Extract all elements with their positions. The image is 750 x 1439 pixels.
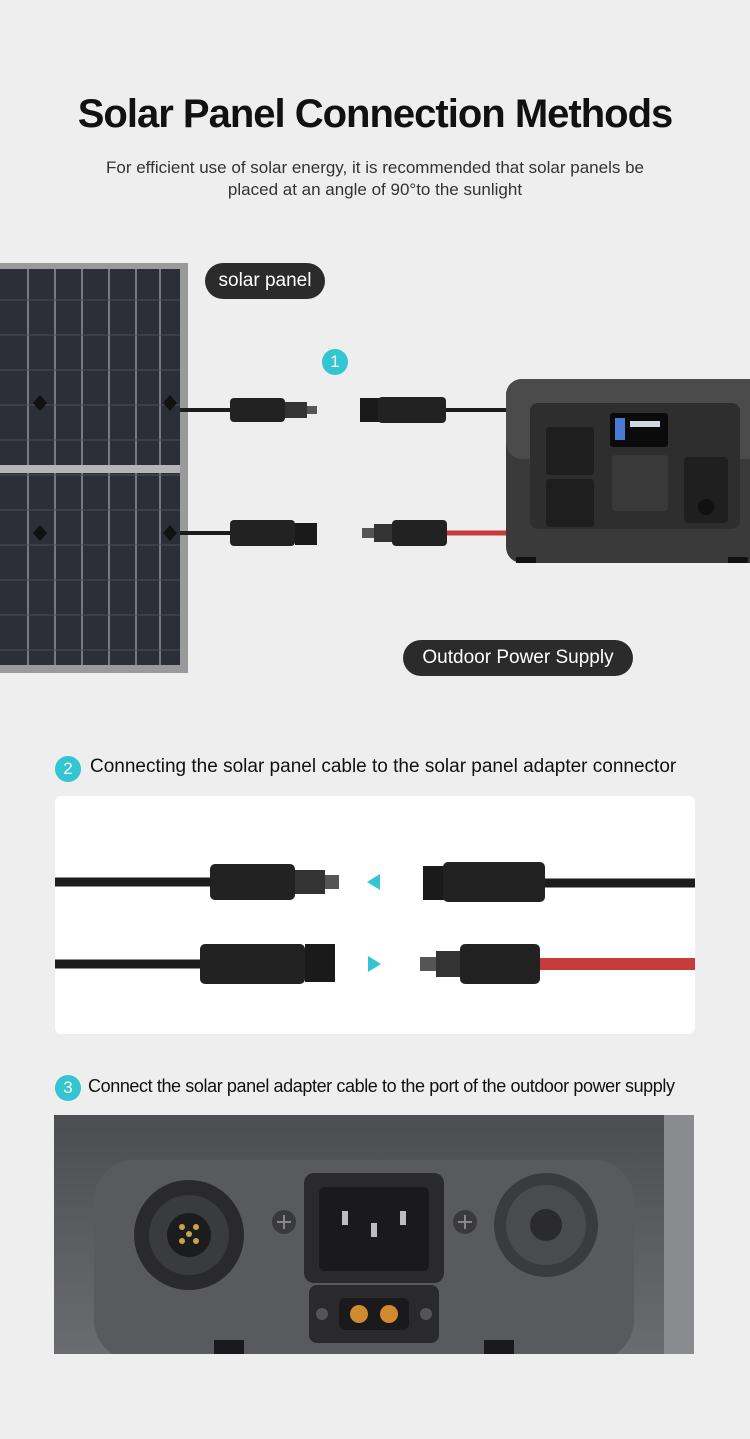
solar-panel-image <box>0 263 188 673</box>
power-supply-label: Outdoor Power Supply <box>403 640 633 676</box>
step-2-text: Connecting the solar panel cable to the … <box>90 756 677 777</box>
mc4-connector-male-top <box>230 398 317 422</box>
mc4-connector-female-bottom <box>230 520 317 546</box>
solar-panel-label: solar panel <box>205 263 325 299</box>
mc4-connector-male-bottom <box>362 520 447 546</box>
step-2-badge: 2 <box>55 756 81 782</box>
step-3-text: Connect the solar panel adapter cable to… <box>88 1076 675 1096</box>
connection-diagram <box>0 263 750 673</box>
power-station-image <box>506 379 750 563</box>
mc4-connector-female-top <box>360 397 446 423</box>
step-1-badge: 1 <box>322 349 348 375</box>
page-title: Solar Panel Connection Methods <box>77 92 674 136</box>
adapter-connector-image <box>55 796 695 1034</box>
page-subtitle: For efficient use of solar energy, it is… <box>106 158 644 199</box>
power-supply-port-photo <box>54 1115 694 1354</box>
step-3-badge: 3 <box>55 1075 81 1101</box>
